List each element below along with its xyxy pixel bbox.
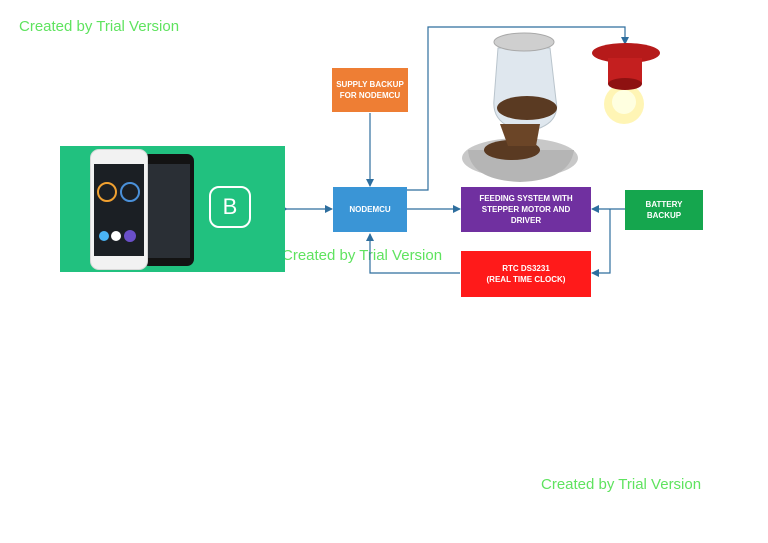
rtc-block: RTC DS3231 (REAL TIME CLOCK) — [461, 251, 591, 297]
phone-dark-image — [142, 154, 194, 266]
arrow-nodemcu-light — [407, 26, 629, 191]
supply-backup-block: SUPPLY BACKUP FOR NODEMCU — [331, 67, 409, 113]
pet-feeder-image — [462, 32, 578, 182]
watermark-top-left: Created by Trial Version — [19, 18, 180, 35]
watermark-middle: Created by Trial Version — [282, 247, 443, 264]
blynk-logo: B — [209, 186, 251, 228]
phone-light-image — [90, 149, 148, 270]
nodemcu-block: NODEMCU — [333, 187, 407, 232]
lamp-image — [592, 43, 660, 124]
battery-backup-block: BATTERY BACKUP — [625, 190, 703, 230]
arrow-battery-rtc — [591, 209, 611, 277]
watermark-bottom-right: Created by Trial Version — [541, 476, 702, 493]
arrow-rtc-nodemcu — [366, 233, 460, 274]
mobile-app-panel: B — [60, 146, 285, 272]
feeding-system-block: FEEDING SYSTEM WITH STEPPER MOTOR AND DR… — [461, 187, 591, 232]
